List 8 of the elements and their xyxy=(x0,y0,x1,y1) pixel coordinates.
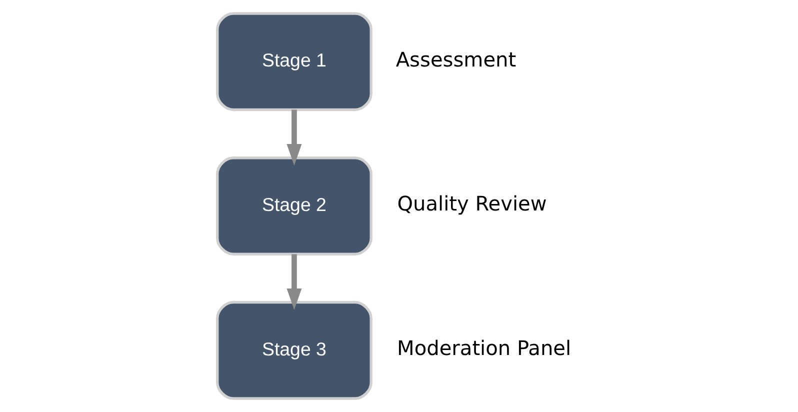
node-box: Stage 3 xyxy=(216,300,372,400)
arrow xyxy=(286,110,302,166)
node-box: Stage 2 xyxy=(216,156,372,256)
node-box: Stage 1 xyxy=(216,12,372,112)
node-label: Quality Review xyxy=(396,192,546,216)
arrow xyxy=(286,254,302,310)
node-label: Assessment xyxy=(395,47,516,72)
node-label: Moderation Panel xyxy=(396,336,571,360)
